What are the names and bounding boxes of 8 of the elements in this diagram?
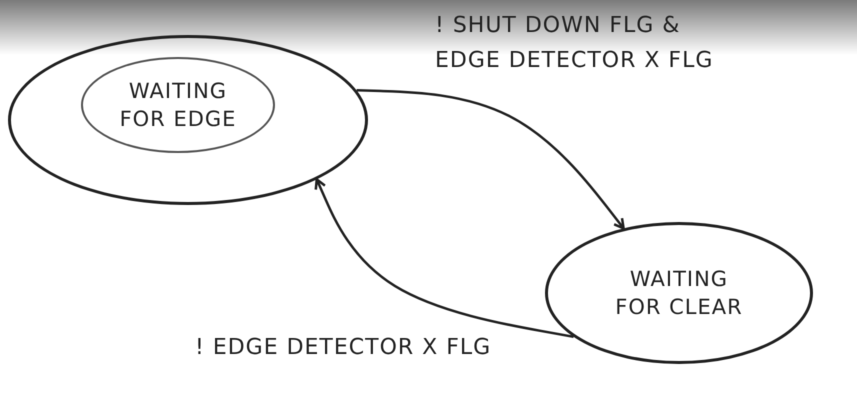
state-name: WAITING FOR EDGE xyxy=(118,78,238,133)
state-ellipse xyxy=(8,35,368,205)
state-name: WAITING FOR CLEAR xyxy=(614,266,744,321)
transition-arrow xyxy=(356,89,625,230)
edge-label: ! SHUT DOWN FLG & EDGE DETECTOR X FLG xyxy=(435,12,714,76)
edge-label: ! EDGE DETECTOR X FLG xyxy=(195,334,492,362)
state-ellipse xyxy=(545,222,813,364)
transition-arrow xyxy=(314,178,574,338)
